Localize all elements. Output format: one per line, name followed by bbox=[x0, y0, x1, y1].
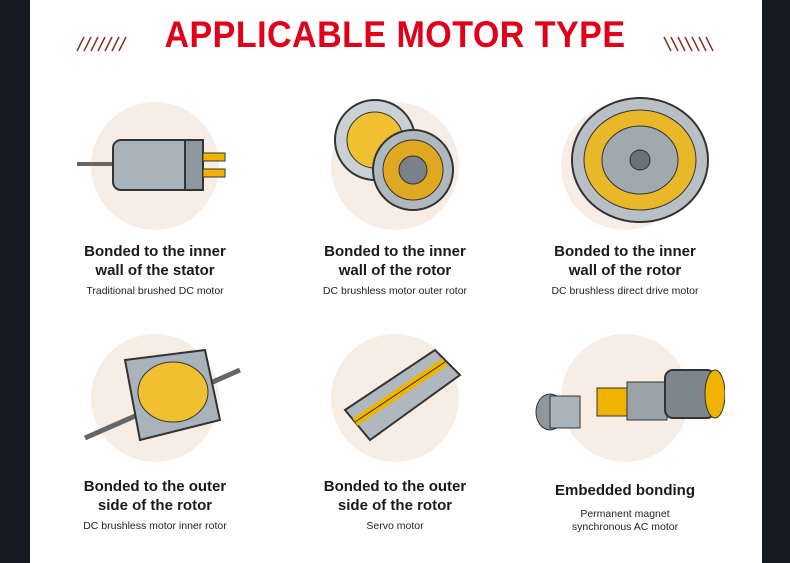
card-heading-line1: Bonded to the inner bbox=[324, 243, 466, 260]
infographic-page bbox=[30, 0, 762, 563]
brushed-dc-motor-icon bbox=[77, 139, 226, 191]
card-heading-line2: wall of the stator bbox=[95, 262, 215, 279]
card-heading-line2: side of the rotor bbox=[97, 497, 213, 514]
card-subtitle: DC brushless motor outer rotor bbox=[322, 285, 468, 297]
card-subtitle: Traditional brushed DC motor bbox=[86, 285, 224, 297]
card-subtitle-line1: Permanent magnet bbox=[580, 508, 670, 520]
card-heading-line1: Bonded to the outer bbox=[83, 478, 227, 495]
inner-rotor-motor-icon bbox=[83, 348, 242, 442]
hatch-decoration-right bbox=[663, 36, 714, 52]
servo-motor-icon bbox=[343, 348, 462, 442]
card-subtitle: DC brushless direct drive motor bbox=[551, 285, 699, 297]
hatch-decoration-left bbox=[76, 36, 127, 52]
outer-rotor-motor-icon bbox=[334, 99, 454, 211]
direct-drive-motor-icon bbox=[571, 97, 709, 223]
card-heading: Embedded bonding bbox=[555, 482, 695, 499]
card-heading-line1: Bonded to the inner bbox=[554, 243, 696, 260]
card-heading-line1: Bonded to the inner bbox=[84, 243, 226, 260]
card-subtitle: DC brushless motor inner rotor bbox=[83, 520, 227, 532]
card-heading-line2: wall of the rotor bbox=[338, 262, 452, 279]
card-heading-line2: wall of the rotor bbox=[568, 262, 682, 279]
card-subtitle-line2: synchronous AC motor bbox=[571, 521, 679, 533]
card-heading-line2: side of the rotor bbox=[337, 497, 453, 514]
card-heading-line1: Bonded to the outer bbox=[323, 478, 467, 495]
pmsm-motor-icon bbox=[535, 369, 725, 431]
page-title: APPLICABLE MOTOR TYPE bbox=[164, 14, 626, 55]
card-subtitle: Servo motor bbox=[366, 520, 424, 532]
